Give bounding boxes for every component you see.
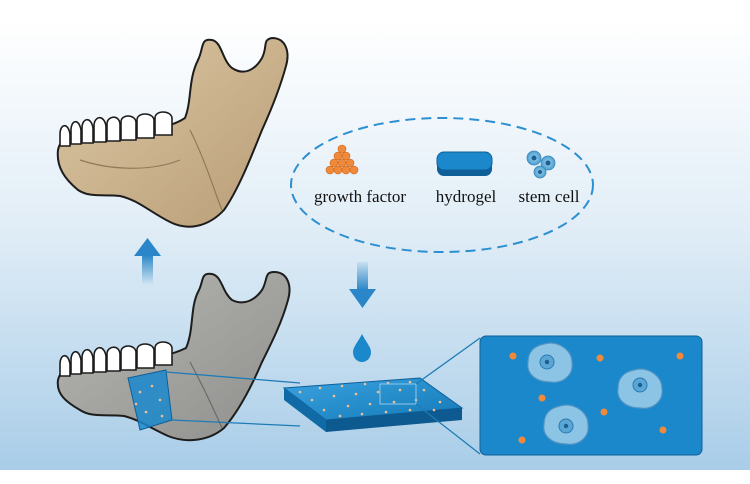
legend-label-hydrogel: hydrogel [436,187,497,206]
scaffold-growth-factor-dots [298,380,442,418]
defect-mandible [56,270,291,442]
zoom-lines-defect [165,371,301,427]
magnified-scaffold-panel [479,335,703,456]
zoom-region-box [379,383,417,405]
legend-panel: growth factor hydrogel stem cell [290,117,594,253]
hydrogel-droplet-icon [353,334,371,362]
magnified-stem-cell [527,342,573,383]
regeneration-arrow-up [134,238,161,285]
growth-factor-icon [325,144,359,175]
hydrogel-icon [436,151,493,176]
zoom-lines-scaffold [415,337,481,455]
magnified-stem-cell [543,404,589,445]
healthy-mandible [56,36,289,228]
magnified-stem-cell [617,368,663,409]
injection-arrow-down [349,262,376,308]
magnified-growth-factors [509,352,684,444]
stem-cell-icon [526,150,556,179]
legend-label-stem-cell: stem cell [519,187,580,206]
legend-label-growth-factor: growth factor [314,187,406,206]
